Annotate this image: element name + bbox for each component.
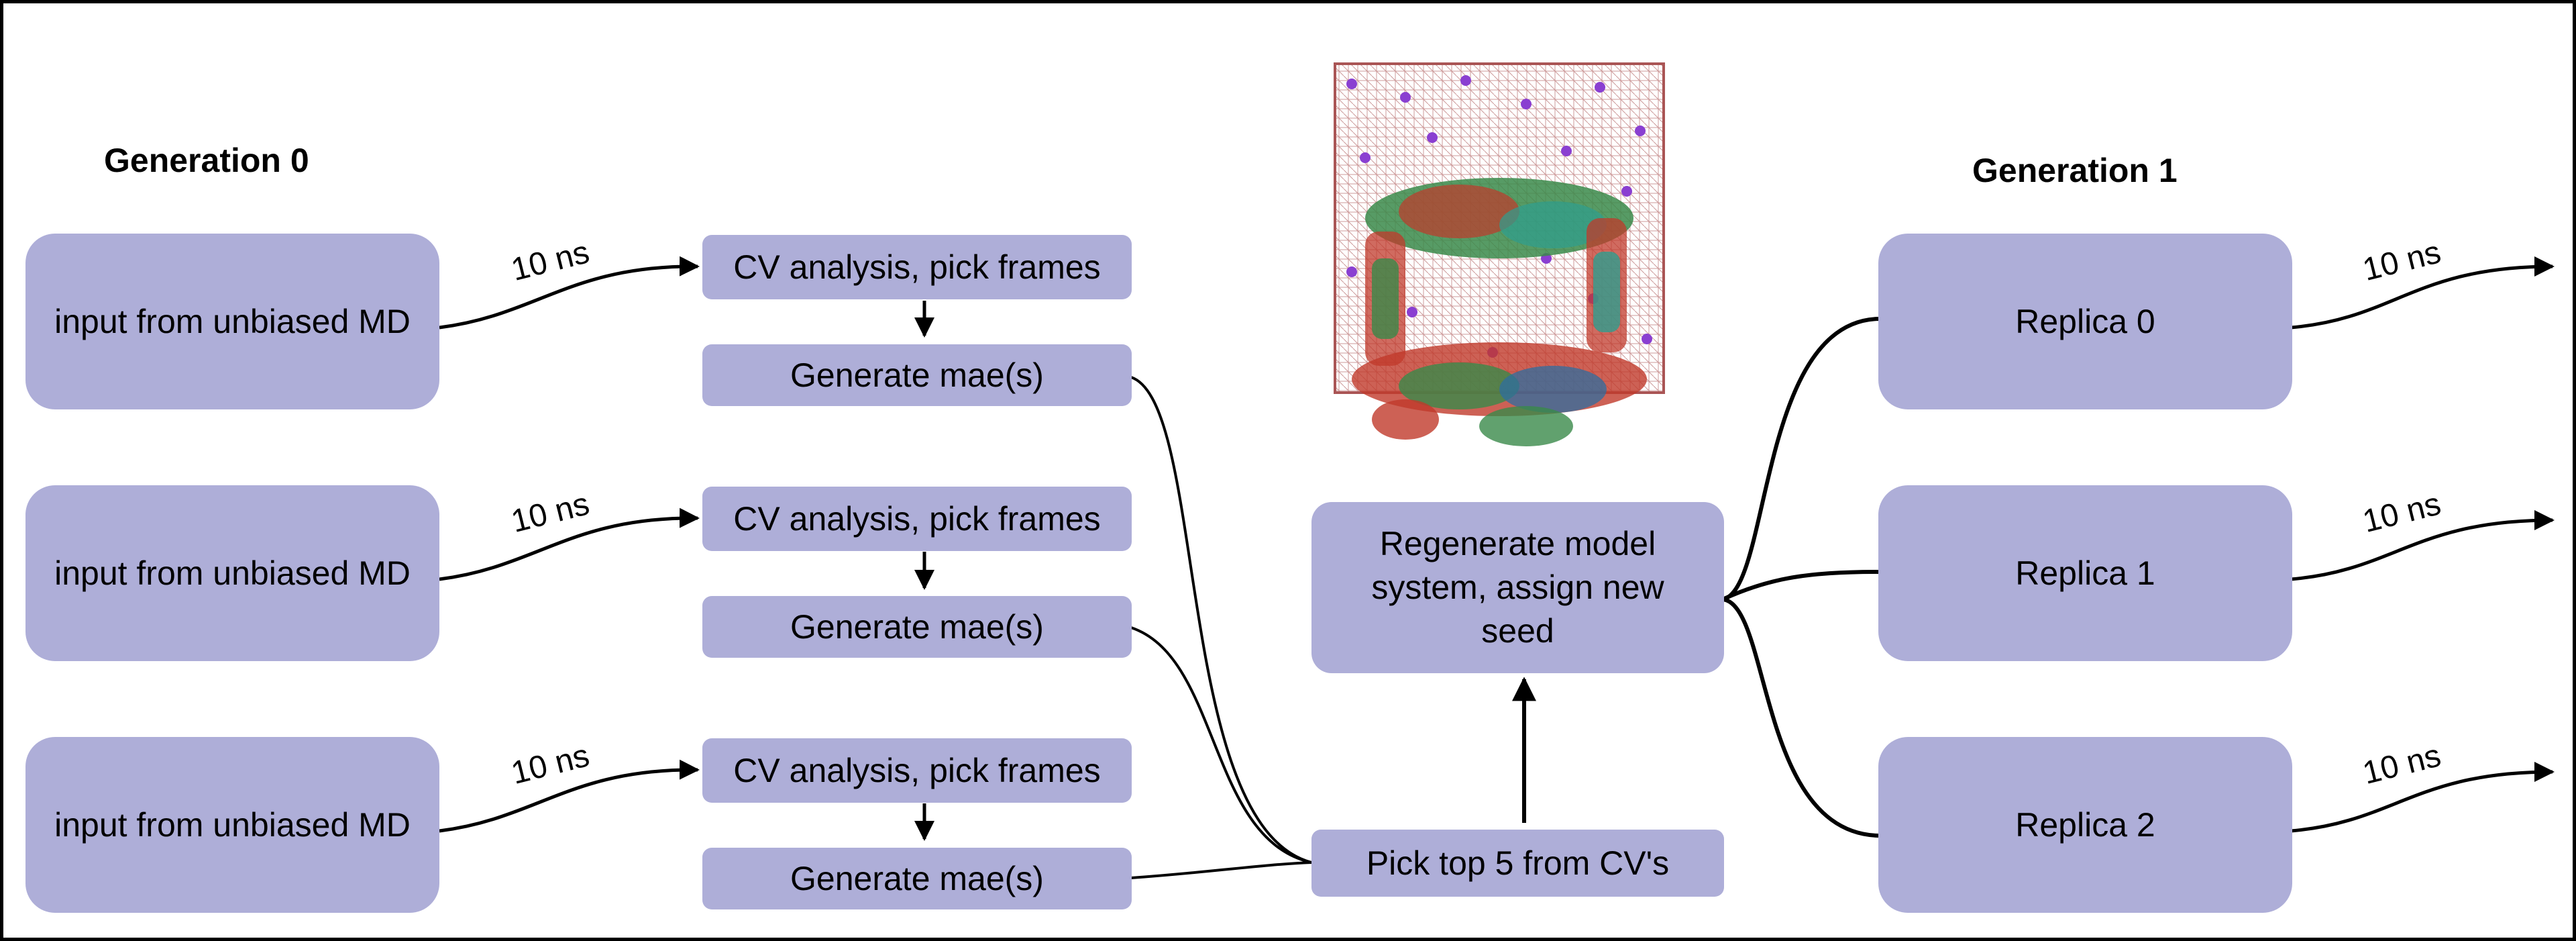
generate-mae-box-2: Generate mae(s) [702, 848, 1132, 909]
cv-analysis-box-2: CV analysis, pick frames [702, 738, 1132, 803]
generation-0-heading: Generation 0 [104, 142, 309, 179]
arrow-input-to-cv-1 [439, 507, 700, 581]
input-box-2: input from unbiased MD [25, 737, 439, 913]
input-box-0: input from unbiased MD [25, 234, 439, 409]
molecular-system-render [1334, 62, 1665, 446]
line-mae-0-to-pick [1130, 376, 1312, 864]
pick-top-box: Pick top 5 from CV's [1311, 830, 1724, 897]
line-mae-1-to-pick [1130, 626, 1312, 864]
input-box-1: input from unbiased MD [25, 485, 439, 661]
generation-1-heading: Generation 1 [1972, 152, 2178, 189]
cv-analysis-box-1: CV analysis, pick frames [702, 487, 1132, 551]
arrow-replica-1-out [2290, 510, 2555, 581]
generate-mae-box-0: Generate mae(s) [702, 344, 1132, 406]
line-mae-2-to-pick [1130, 861, 1312, 879]
replica-box-0: Replica 0 [1878, 234, 2292, 409]
arrow-input-to-cv-2 [439, 759, 700, 833]
line-regenerate-to-replica-2 [1722, 597, 1879, 838]
cv-analysis-box-0: CV analysis, pick frames [702, 235, 1132, 299]
protein-blob [1352, 178, 1647, 446]
ion-spheres [1346, 75, 1652, 358]
replica-box-2: Replica 2 [1878, 737, 2292, 913]
line-regenerate-to-replica-0 [1722, 317, 1879, 601]
replica-box-1: Replica 1 [1878, 485, 2292, 661]
arrow-replica-0-out [2290, 256, 2555, 330]
generate-mae-box-1: Generate mae(s) [702, 596, 1132, 658]
arrow-replica-2-out [2290, 762, 2555, 833]
arrow-input-to-cv-0 [439, 256, 700, 330]
regenerate-box: Regenerate model system, assign new seed [1311, 502, 1724, 673]
line-regenerate-to-replica-1 [1721, 570, 1879, 601]
